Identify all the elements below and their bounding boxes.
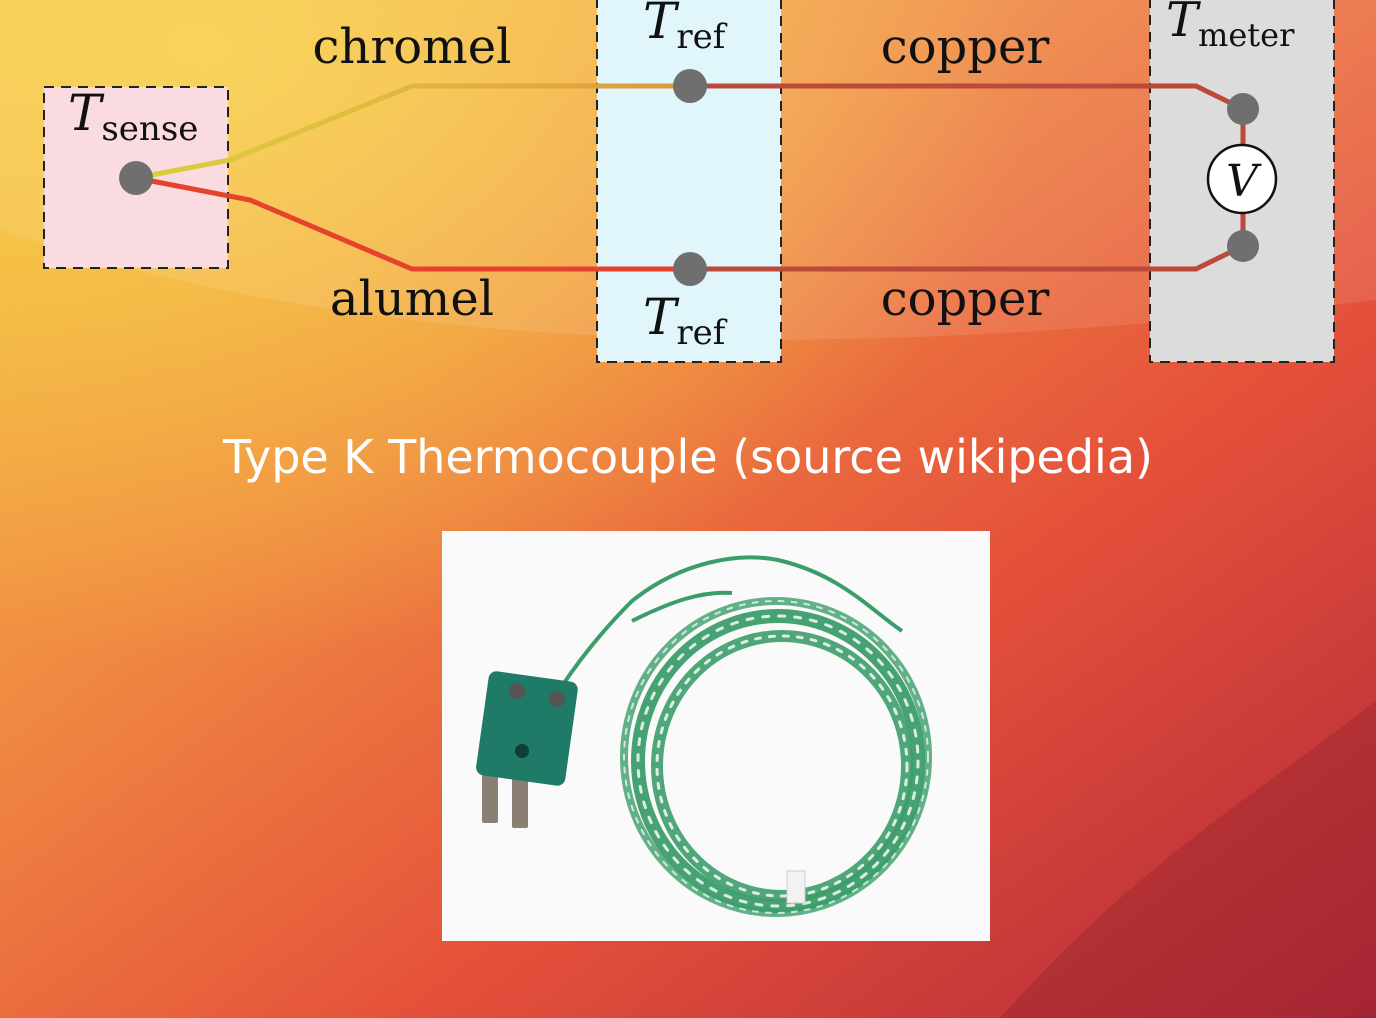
connector-hole	[515, 744, 529, 758]
voltmeter-symbol	[1206, 143, 1278, 215]
connector-screw-left	[509, 683, 525, 699]
voltmeter-label: V	[1226, 156, 1262, 207]
copper-label-bottom: copper	[881, 271, 1050, 327]
alumel-wire	[135, 175, 690, 272]
meter-subscript: meter	[1198, 16, 1295, 54]
background-shadow	[1000, 700, 1376, 1018]
chromel-wire	[135, 83, 690, 181]
slide-caption: Type K Thermocouple (source wikipedia)	[223, 430, 1153, 484]
connector-screw-right	[549, 691, 565, 707]
copper-label-top: copper	[881, 19, 1050, 75]
sense-box	[43, 86, 229, 269]
sense-symbol: T	[68, 84, 105, 142]
connector-pin-left	[482, 771, 498, 823]
connector-pin-right	[512, 776, 528, 828]
ref-junction-top	[673, 69, 707, 103]
connector-body	[476, 671, 578, 786]
meter-terminal-top	[1227, 93, 1259, 125]
ref-label-bottom: Tref	[643, 288, 728, 353]
meter-label: Tmeter	[1166, 0, 1295, 54]
ref-bottom-subscript: ref	[676, 313, 727, 353]
alumel-label: alumel	[330, 271, 494, 327]
thermocouple-photo	[442, 531, 990, 941]
ref-label-top: Tref	[643, 0, 728, 57]
ref-top-symbol: T	[643, 0, 680, 50]
ref-bottom-symbol: T	[643, 288, 680, 346]
wire-coil	[620, 597, 932, 917]
meter-symbol: T	[1166, 0, 1201, 48]
thermocouple-illustration	[476, 555, 932, 917]
ref-junction-bottom	[673, 252, 707, 286]
connector	[476, 671, 578, 828]
copper-wire-top	[690, 83, 1245, 112]
cable-tie	[786, 870, 806, 904]
meter-terminal-bottom	[1227, 230, 1259, 262]
sense-junction	[119, 161, 153, 195]
sense-subscript: sense	[101, 109, 198, 149]
ref-top-subscript: ref	[676, 17, 727, 57]
chromel-label: chromel	[313, 19, 512, 75]
copper-wire-bottom	[690, 243, 1245, 272]
reference-box	[596, 0, 782, 363]
loose-wire	[560, 555, 904, 688]
sense-label: Tsense	[68, 84, 198, 149]
